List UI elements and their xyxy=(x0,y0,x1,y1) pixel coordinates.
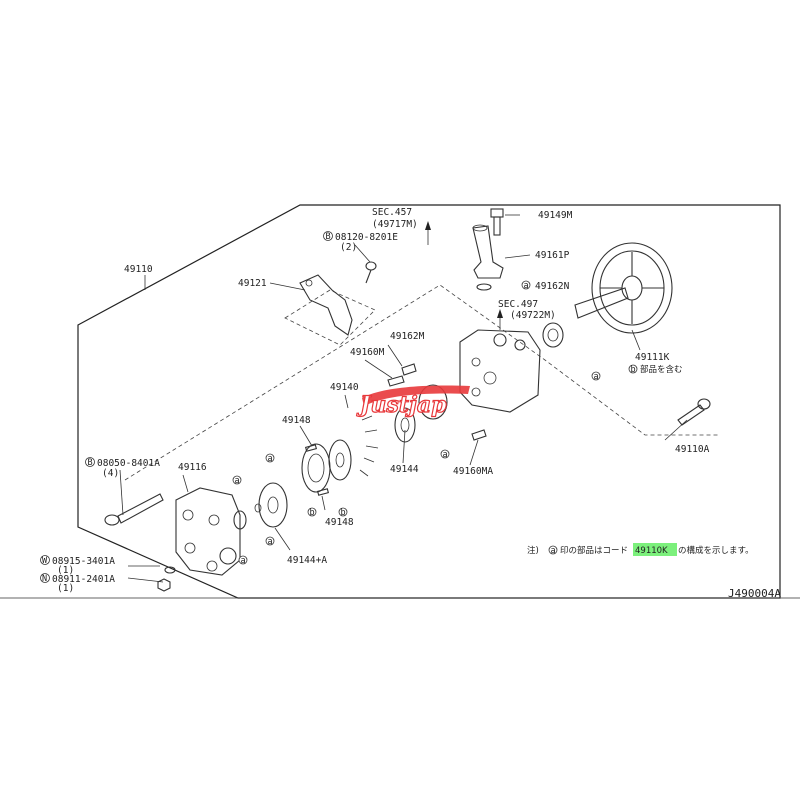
ref-markers: a a a a a a a b b xyxy=(232,280,601,566)
bracket-49121 xyxy=(299,274,353,336)
label-49116: 49116 xyxy=(178,462,207,473)
label-49111K-note: 部品を含む xyxy=(640,364,683,375)
svg-text:B: B xyxy=(88,458,93,468)
label-08050-qty: (4) xyxy=(102,468,119,479)
svg-text:注): 注) xyxy=(527,545,539,556)
sec457-arrow xyxy=(425,221,431,230)
plug-49160MA xyxy=(471,429,487,441)
svg-text:a: a xyxy=(235,476,240,486)
pump-subassembly-box xyxy=(124,284,720,481)
svg-text:B: B xyxy=(326,232,331,242)
label-49160M: 49160M xyxy=(350,347,385,358)
bolt-08050 xyxy=(104,493,164,526)
svg-text:a: a xyxy=(524,281,529,291)
watermark-logo: Justjap xyxy=(355,385,470,419)
pump-body xyxy=(459,309,541,413)
label-49162N: 49162N xyxy=(535,281,570,292)
svg-text:Justjap: Justjap xyxy=(356,392,447,418)
pin-49148-lower xyxy=(316,488,330,496)
svg-text:の構成を示します。: の構成を示します。 xyxy=(678,545,754,556)
label-08915: 08915-3401A xyxy=(52,556,115,567)
label-49148-upper: 49148 xyxy=(282,415,311,426)
label-08120-qty: (2) xyxy=(340,242,357,253)
label-49110: 49110 xyxy=(124,264,153,275)
label-49149M: 49149M xyxy=(538,210,573,221)
fitting-49161P xyxy=(472,225,504,279)
label-08120: 08120-8201E xyxy=(335,232,398,243)
label-49162M: 49162M xyxy=(390,331,425,342)
label-sec457-ref: (49717M) xyxy=(372,219,418,230)
bolt-08120 xyxy=(365,261,377,284)
svg-text:b: b xyxy=(341,508,346,518)
label-08050: 08050-8401A xyxy=(97,458,160,469)
diagram-code: J490004A xyxy=(728,587,781,600)
badge-b-08050 xyxy=(85,457,95,467)
svg-text:a: a xyxy=(241,556,246,566)
svg-text:a: a xyxy=(443,450,448,460)
label-49148-lower: 49148 xyxy=(325,517,354,528)
label-08911-qty: (1) xyxy=(57,583,74,594)
label-49161P: 49161P xyxy=(535,250,570,261)
svg-text:a: a xyxy=(594,372,599,382)
o-ring-large xyxy=(418,384,448,420)
label-49121: 49121 xyxy=(238,278,267,289)
badge-w-08915 xyxy=(40,555,50,565)
cam-ring-49144 xyxy=(394,407,416,443)
label-sec497-ref: (49722M) xyxy=(510,310,556,321)
svg-text:N: N xyxy=(42,574,47,584)
nut-08911 xyxy=(157,578,171,592)
pulley-49111K xyxy=(574,242,673,334)
svg-text:W: W xyxy=(42,556,48,566)
note-code-highlight: 49110K xyxy=(635,546,668,556)
svg-text:b: b xyxy=(310,508,315,518)
label-49160MA: 49160MA xyxy=(453,466,493,477)
rear-cover-49116 xyxy=(175,487,241,576)
svg-text:印の部品はコード: 印の部品はコード xyxy=(560,545,628,556)
badge-b-49111K xyxy=(628,364,638,374)
washer-08915 xyxy=(164,566,176,574)
plug-49162M xyxy=(401,363,417,376)
label-sec457: SEC.457 xyxy=(372,207,412,218)
badge-n-08911 xyxy=(40,573,50,583)
label-49144: 49144 xyxy=(390,464,419,475)
label-49144A: 49144+A xyxy=(287,555,327,566)
shaft-seal xyxy=(542,322,564,348)
label-49110A: 49110A xyxy=(675,444,710,455)
front-plate-49144A xyxy=(258,482,288,528)
label-08915-qty: (1) xyxy=(57,565,74,576)
footnote: 注) a 印の部品はコード 49110K の構成を示します。 xyxy=(527,543,754,556)
spring-49160M xyxy=(387,375,405,387)
side-plate xyxy=(301,443,331,493)
bolt-49149M xyxy=(490,208,504,236)
svg-text:a: a xyxy=(268,454,273,464)
leader-lines xyxy=(119,214,688,583)
rotor-49140 xyxy=(328,415,379,481)
label-sec497: SEC.497 xyxy=(498,299,538,310)
bolt-49110A xyxy=(677,398,711,426)
svg-text:b: b xyxy=(631,365,636,375)
svg-text:a: a xyxy=(551,546,556,556)
label-08911: 08911-2401A xyxy=(52,574,115,585)
label-49140: 49140 xyxy=(330,382,359,393)
badge-b-08120 xyxy=(323,231,333,241)
o-ring-49162N xyxy=(476,283,492,291)
svg-text:a: a xyxy=(268,537,273,547)
label-49111K: 49111K xyxy=(635,352,670,363)
